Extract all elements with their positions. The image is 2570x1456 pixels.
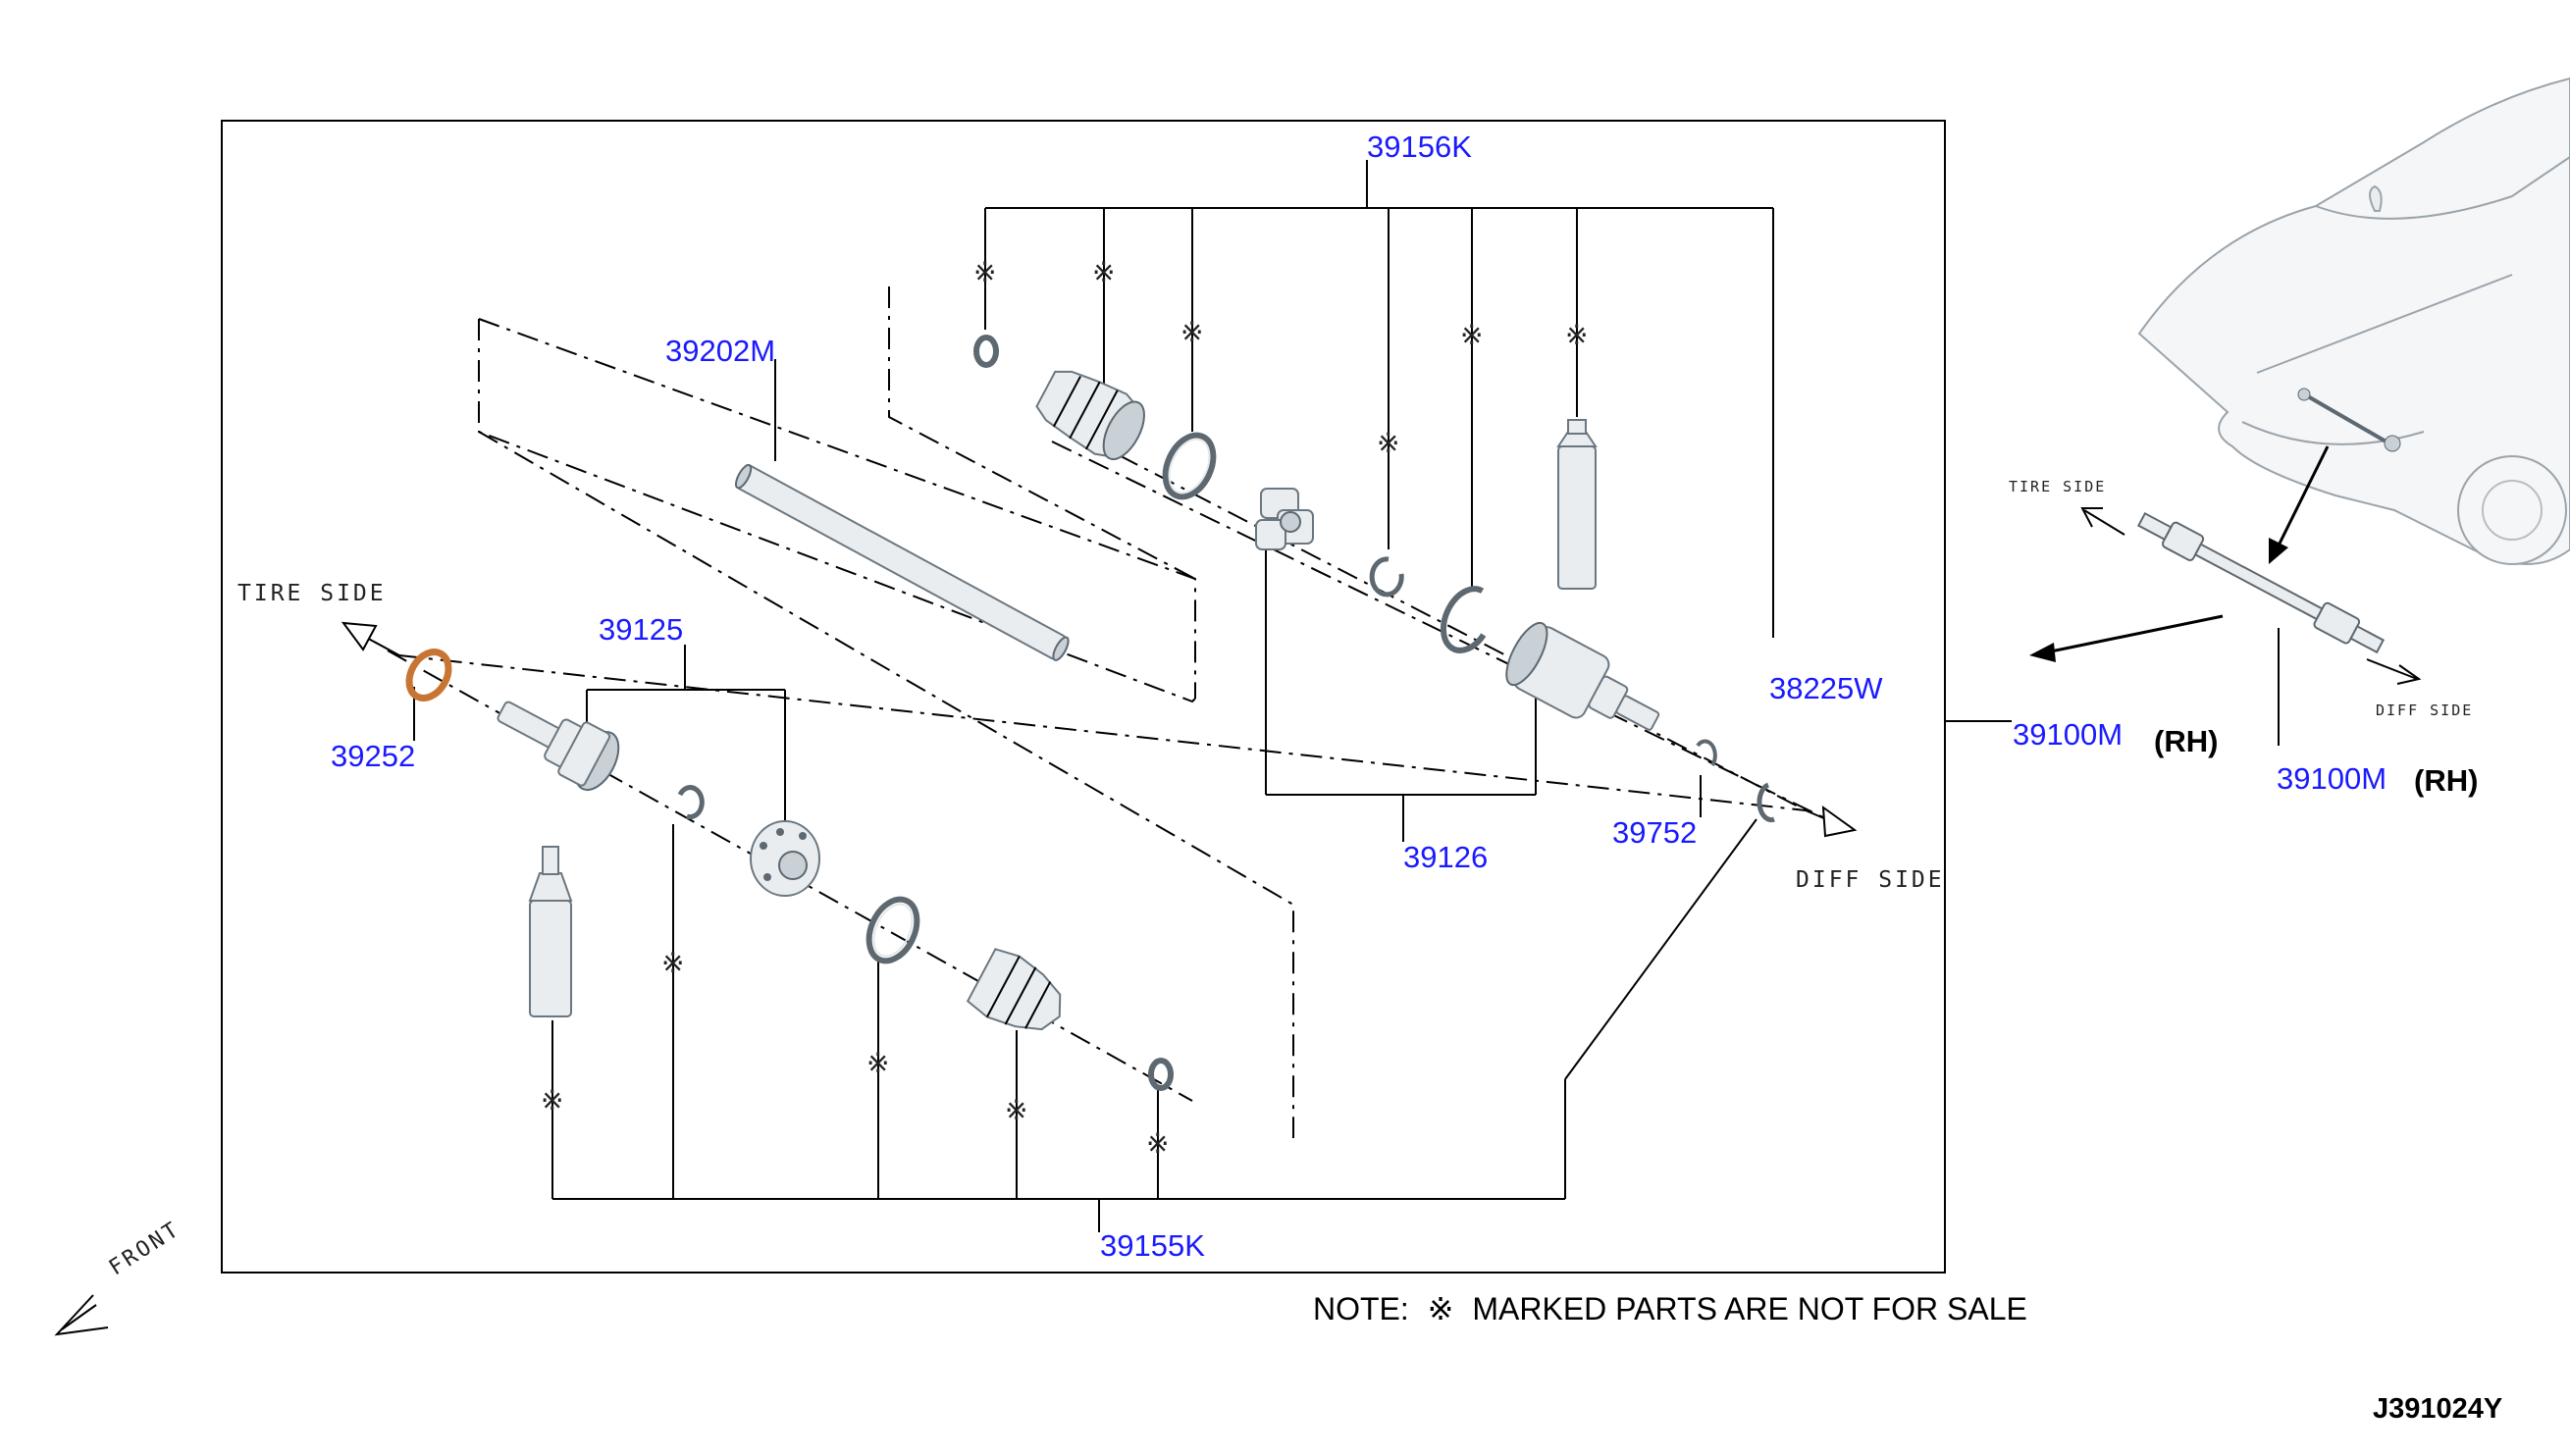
side-label-rh: (RH) xyxy=(2154,724,2219,758)
group-box-inner-joint xyxy=(888,286,1196,580)
part-label-39100M-overview[interactable]: 39100M xyxy=(2277,761,2387,796)
snap-ring-outer xyxy=(677,785,705,820)
car-icon xyxy=(2137,77,2570,565)
not-for-sale-mark: ※ xyxy=(1092,256,1116,288)
leader-39126 xyxy=(1265,535,1537,842)
arrow-icon-overview-down xyxy=(2269,445,2330,564)
inner-boot-band-large xyxy=(1440,586,1487,653)
grease-tube-top xyxy=(1556,419,1598,590)
arrow-icon-overview-left xyxy=(2029,614,2224,662)
inner-joint-housing xyxy=(1505,621,1660,731)
part-label-39100M[interactable]: 39100M xyxy=(2013,717,2124,752)
not-for-sale-mark: ※ xyxy=(866,1047,890,1079)
not-for-sale-mark: ※ xyxy=(1005,1094,1028,1126)
note-body: MARKED PARTS ARE NOT FOR SALE xyxy=(1472,1291,2027,1326)
outer-boot xyxy=(966,948,1062,1031)
group-box-shaft xyxy=(478,318,1196,703)
part-label-39155K[interactable]: 39155K xyxy=(1100,1228,1205,1263)
outer-race xyxy=(750,820,820,897)
leader-39156K xyxy=(984,160,1774,638)
side-label-rh-overview: (RH) xyxy=(2414,763,2479,798)
not-for-sale-mark: ※ xyxy=(1146,1127,1170,1160)
part-label-39752[interactable]: 39752 xyxy=(1612,815,1698,850)
note-prefix: NOTE: xyxy=(1313,1291,1409,1326)
not-for-sale-mark: ※ xyxy=(1565,319,1589,351)
not-for-sale-mark: ※ xyxy=(661,947,685,979)
part-label-39202M[interactable]: 39202M xyxy=(665,334,776,368)
arrow-icon-front xyxy=(54,1294,109,1336)
tire-side-label: TIRE SIDE xyxy=(237,581,387,606)
diagram-frame xyxy=(221,120,1946,1274)
diff-side-label: DIFF SIDE xyxy=(1796,867,1945,893)
snap-ring-inner xyxy=(1369,556,1404,598)
note-text: NOTE: ※ MARKED PARTS ARE NOT FOR SALE xyxy=(1313,1293,2027,1325)
part-label-39125[interactable]: 39125 xyxy=(599,612,684,647)
arrow-icon-tire-side xyxy=(341,621,400,656)
not-for-sale-mark: ※ xyxy=(973,256,997,288)
part-label-39126[interactable]: 39126 xyxy=(1403,840,1489,874)
not-for-sale-mark: ※ xyxy=(1460,319,1484,351)
grease-tube-bottom xyxy=(528,846,573,1017)
shaft-icon xyxy=(2136,511,2386,654)
part-label-39156K[interactable]: 39156K xyxy=(1367,130,1472,164)
diff-side-label-overview: DIFF SIDE xyxy=(2376,702,2474,719)
circlip-38225W xyxy=(1757,782,1775,823)
note-symbol: ※ xyxy=(1427,1291,1454,1326)
outer-joint-assembly xyxy=(497,701,620,792)
small-ring-inner xyxy=(973,335,999,368)
drive-shaft xyxy=(735,463,1070,661)
tripod-joint xyxy=(1255,488,1314,550)
not-for-sale-mark: ※ xyxy=(541,1084,564,1117)
part-label-39252[interactable]: 39252 xyxy=(331,739,416,773)
arrow-icon-overview-diff xyxy=(2366,658,2422,685)
leader-39125 xyxy=(586,645,786,824)
circlip-39752 xyxy=(1696,739,1717,767)
inner-boot-band xyxy=(1162,432,1217,500)
leader-39155K xyxy=(551,818,1757,1232)
arrow-icon-diff-side xyxy=(1805,805,1858,838)
not-for-sale-mark: ※ xyxy=(1377,427,1400,459)
inner-boot xyxy=(1035,370,1145,461)
part-label-38225W[interactable]: 38225W xyxy=(1769,671,1883,705)
not-for-sale-mark: ※ xyxy=(1180,316,1204,348)
outer-boot-band xyxy=(865,896,920,964)
tire-side-label-overview: TIRE SIDE xyxy=(2009,478,2107,495)
washer-39252 xyxy=(405,649,452,702)
small-ring-outer xyxy=(1148,1058,1174,1091)
arrow-icon-overview-tire xyxy=(2080,507,2125,536)
diagram-id: J391024Y xyxy=(2373,1393,2503,1425)
